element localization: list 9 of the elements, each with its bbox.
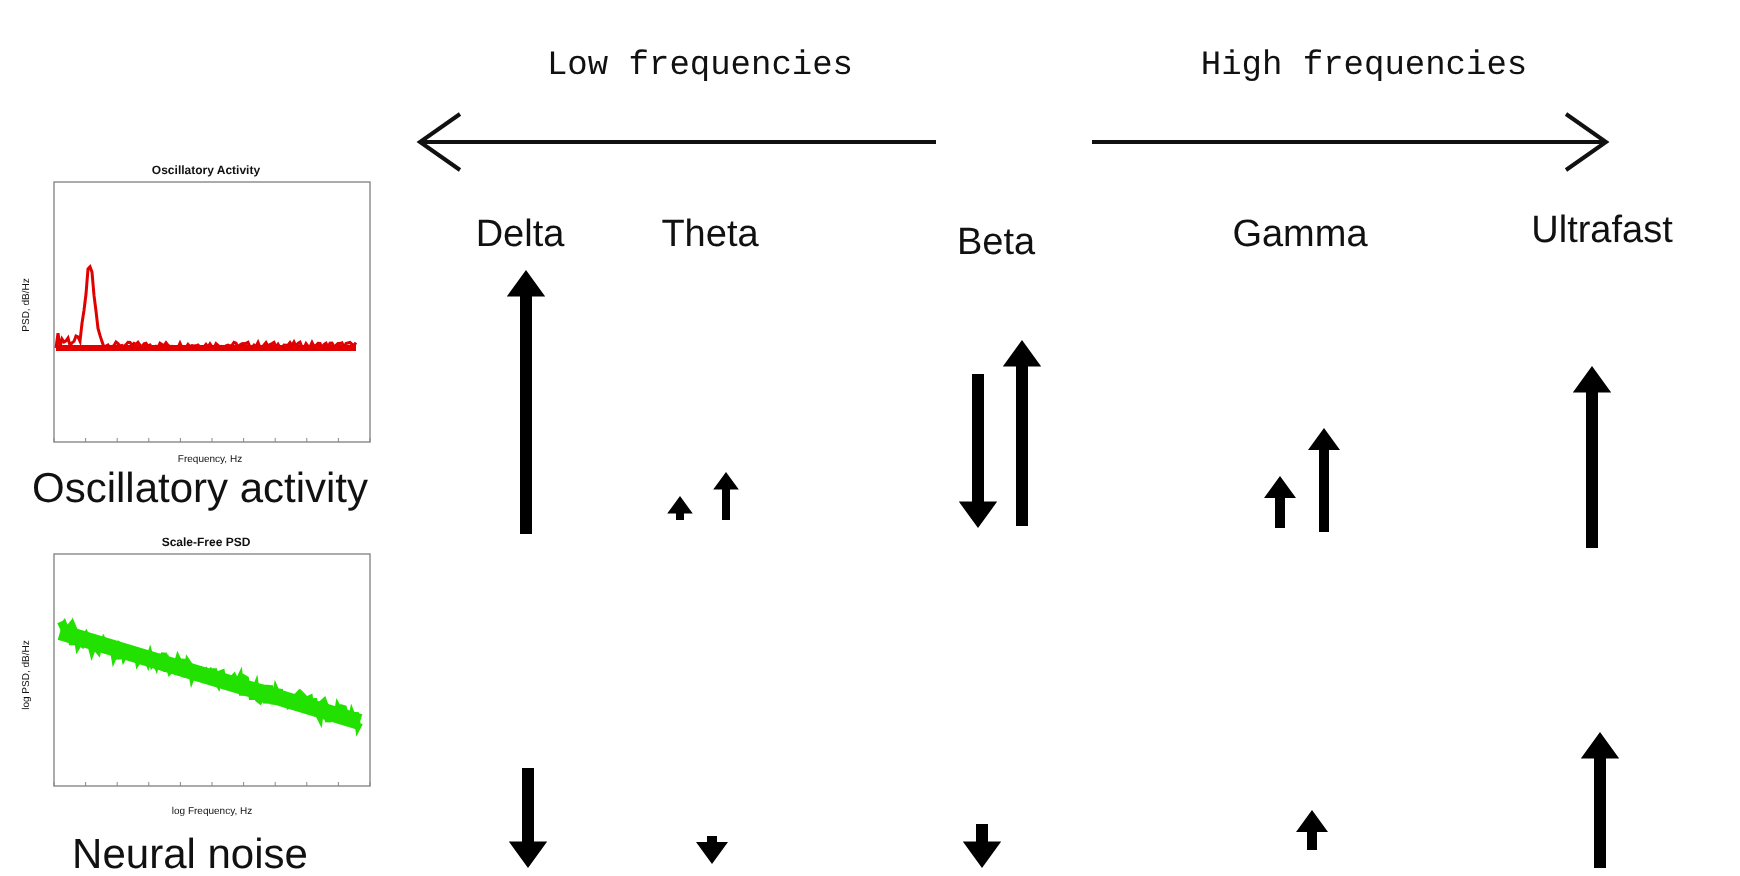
band-label: Gamma: [1232, 216, 1368, 254]
band-label: Ultrafast: [1531, 212, 1673, 250]
band-label: Delta: [475, 216, 565, 254]
axis-label: High frequencies: [1200, 50, 1528, 84]
row-label: Neural noise: [72, 834, 308, 876]
row-label: Oscillatory activity: [31, 468, 369, 510]
axis-label: Low frequencies: [546, 50, 854, 84]
band-label: Beta: [956, 224, 1036, 262]
band-label: Theta: [661, 216, 759, 254]
